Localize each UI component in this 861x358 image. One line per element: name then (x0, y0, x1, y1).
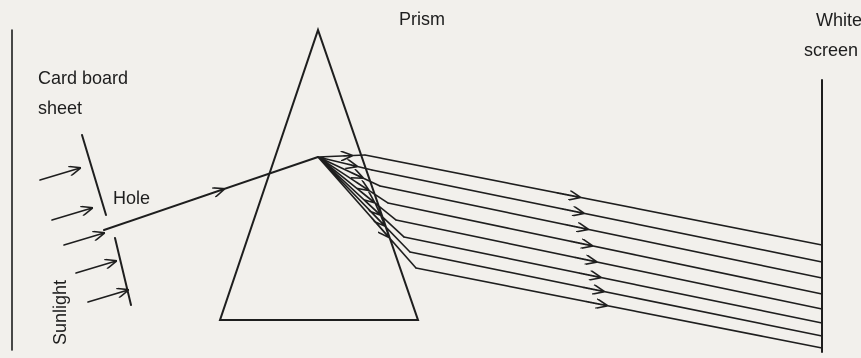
sunlight-arrow (39, 168, 80, 181)
dispersed-ray (317, 156, 411, 253)
dispersed-ray (317, 154, 366, 158)
dispersed-ray (317, 156, 373, 171)
sunlight-arrow (63, 233, 104, 246)
ray-arrow (355, 182, 369, 190)
dispersed-ray (379, 185, 823, 279)
sunlight-arrow (75, 261, 116, 274)
ray-arrow (364, 200, 380, 215)
ray-arrow (556, 193, 580, 198)
ray-arrow (578, 273, 601, 277)
dispersed-ray (364, 154, 823, 246)
dispersed-ray (395, 219, 823, 310)
white-screen-label-line1: White (816, 10, 861, 30)
ray-arrow (560, 209, 584, 214)
ray-arrow (352, 173, 363, 178)
incident-ray-arrow (191, 189, 224, 201)
dispersed-ray (317, 156, 405, 238)
dispersed-ray (409, 251, 823, 337)
sunlight-arrows (39, 168, 128, 303)
dispersed-ray (403, 236, 823, 324)
sunlight-arrow (87, 290, 128, 303)
dispersed-ray (317, 156, 417, 269)
dispersed-ray (371, 169, 823, 263)
dispersed-ray (415, 267, 823, 349)
ray-arrow (574, 257, 596, 261)
hole-label: Hole (113, 188, 150, 208)
sunlight-label: Sunlight (50, 280, 70, 345)
card-board-sheet-upper (81, 134, 107, 216)
white-screen-label-line2: screen (804, 40, 858, 60)
prism-triangle (218, 26, 420, 321)
prism-label: Prism (399, 9, 445, 29)
card-board-sheet-lower (114, 237, 132, 306)
ray-arrow (360, 190, 374, 203)
ray-arrow (367, 208, 385, 225)
dispersed-rays (317, 154, 823, 349)
ray-arrow (582, 287, 604, 291)
ray-arrow (564, 225, 588, 230)
ray-arrow (569, 241, 592, 246)
card-board-label-line2: sheet (38, 98, 82, 118)
card-board-label-line1: Card board (38, 68, 128, 88)
sunlight-arrow (51, 208, 92, 221)
ray-arrow (585, 302, 607, 306)
dispersed-ray (387, 202, 823, 295)
dispersed-ray (317, 156, 397, 221)
ray-arrow (371, 217, 389, 237)
ray-arrow (348, 164, 357, 166)
